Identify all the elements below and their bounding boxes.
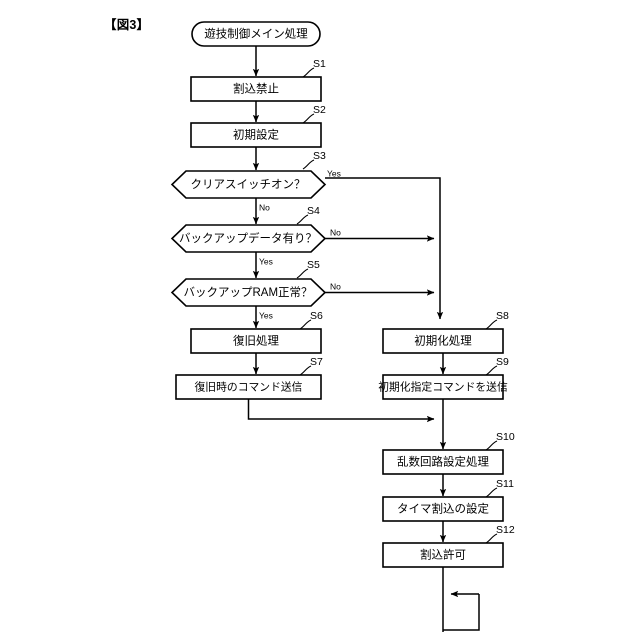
node-s8: 初期化処理 S8: [382, 310, 509, 354]
step-label-s1: S1: [313, 58, 326, 70]
edge-label-s4-yes: Yes: [259, 256, 273, 266]
node-s5-label: バックアップRAM正常？: [183, 286, 312, 299]
step-label-s5: S5: [307, 259, 320, 271]
step-label-s12: S12: [496, 524, 515, 536]
node-s8-label: 初期化処理: [414, 334, 472, 348]
step-label-s10: S10: [496, 431, 515, 443]
node-s2-label: 初期設定: [233, 128, 279, 142]
node-start: 遊技制御メイン処理: [191, 21, 321, 47]
node-s4: バックアップデータ有り？ S4: [170, 205, 327, 253]
node-s7-label: 復旧時のコマンド送信: [195, 379, 303, 393]
step-label-s6: S6: [310, 310, 323, 322]
loop-back-path: [443, 594, 480, 631]
node-s9: 初期化指定コマンドを送信 S9: [378, 356, 509, 400]
node-s4-label: バックアップデータ有り？: [179, 231, 317, 245]
node-s9-label: 初期化指定コマンドを送信: [378, 379, 508, 393]
figure-number-label: 【図3】: [104, 18, 150, 32]
node-s12-label: 割込許可: [420, 548, 466, 562]
edge-label-s3-yes: Yes: [327, 168, 341, 178]
node-s12: 割込許可 S12: [382, 524, 515, 568]
edge-s7-s10: [247, 399, 435, 423]
node-s7: 復旧時のコマンド送信 S7: [175, 356, 323, 400]
node-s2: 初期設定 S2: [190, 104, 326, 148]
step-label-s4: S4: [307, 205, 320, 217]
step-label-s9: S9: [496, 356, 509, 368]
node-s6: 復旧処理 S6: [190, 310, 323, 354]
step-label-s2: S2: [313, 104, 326, 116]
node-s11: タイマ割込の設定 S11: [382, 478, 514, 522]
edge-label-s5-no: No: [330, 281, 341, 291]
node-s5: バックアップRAM正常？ S5: [170, 259, 327, 307]
edge-label-s4-no: No: [330, 227, 341, 237]
node-s3-label: クリアスイッチオン？: [191, 178, 306, 191]
node-start-label: 遊技制御メイン処理: [204, 27, 308, 41]
node-s6-label: 復旧処理: [233, 334, 279, 348]
step-label-s8: S8: [496, 310, 509, 322]
edge-label-s3-no: No: [259, 202, 270, 212]
edge-label-s5-yes: Yes: [259, 310, 273, 320]
edge-s3-yes: [325, 177, 444, 320]
node-s10: 乱数回路設定処理 S10: [382, 431, 515, 475]
node-s1: 割込禁止 S1: [190, 58, 326, 102]
step-label-s3: S3: [313, 150, 326, 162]
step-label-s7: S7: [310, 356, 323, 368]
node-s3: クリアスイッチオン？ S3: [170, 150, 327, 199]
step-label-s11: S11: [496, 478, 514, 490]
node-s1-label: 割込禁止: [233, 82, 279, 96]
node-s11-label: タイマ割込の設定: [397, 502, 489, 516]
node-s10-label: 乱数回路設定処理: [397, 455, 489, 469]
